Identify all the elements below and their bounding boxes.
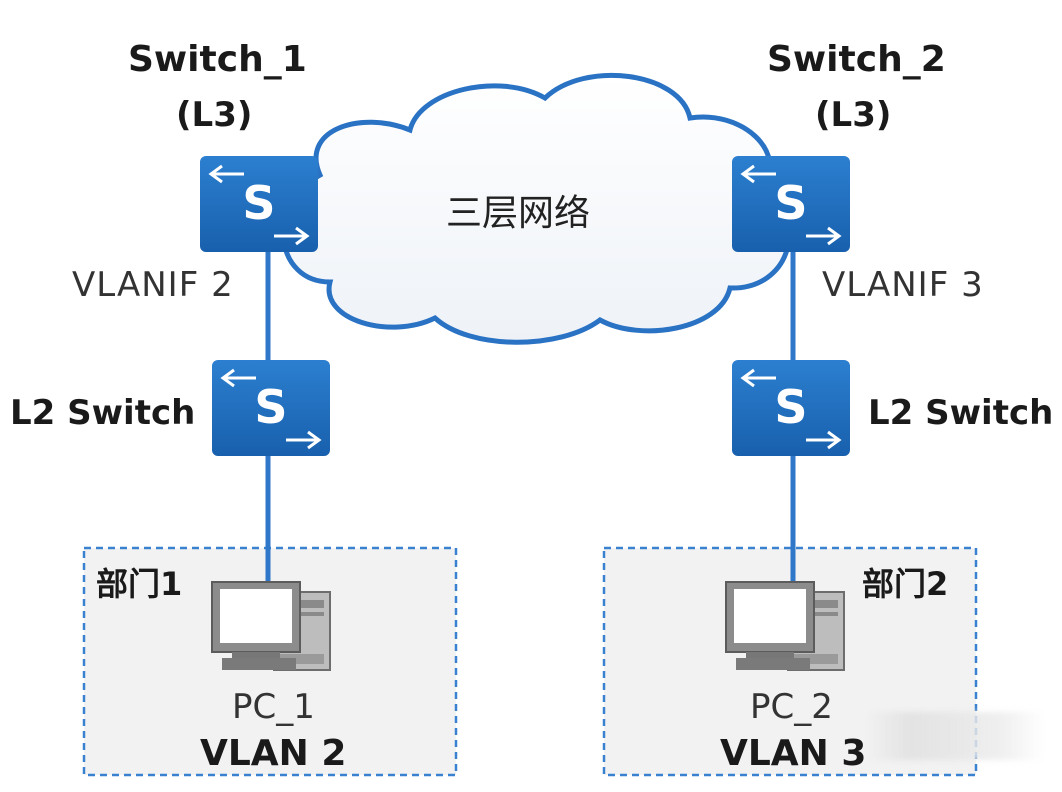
vlan-2-label: VLAN 2 (200, 733, 347, 774)
department-1-label: 部门1 (96, 565, 183, 603)
pc-2-label: PC_2 (750, 687, 833, 727)
switch-glyph: S (242, 176, 275, 230)
switch-1-name: Switch_1 (128, 39, 307, 80)
l2-switch-right-label: L2 Switch (868, 393, 1054, 433)
watermark-blur (865, 712, 1045, 760)
vlan-3-label: VLAN 3 (720, 733, 867, 774)
switch-glyph: S (774, 176, 807, 230)
vlanif-right: VLANIF 3 (822, 265, 984, 305)
switch-2-name: Switch_2 (767, 39, 946, 80)
vlanif-left: VLANIF 2 (72, 265, 234, 305)
switch-glyph: S (254, 380, 287, 434)
pc-1-label: PC_1 (232, 687, 315, 727)
department-2-label: 部门2 (862, 565, 949, 603)
switch-1-type: (L3) (176, 95, 253, 135)
cloud-label: 三层网络 (446, 193, 591, 234)
switch-2-type: (L3) (815, 95, 892, 135)
switch-glyph: S (774, 380, 807, 434)
l2-switch-left-label: L2 Switch (10, 393, 196, 433)
